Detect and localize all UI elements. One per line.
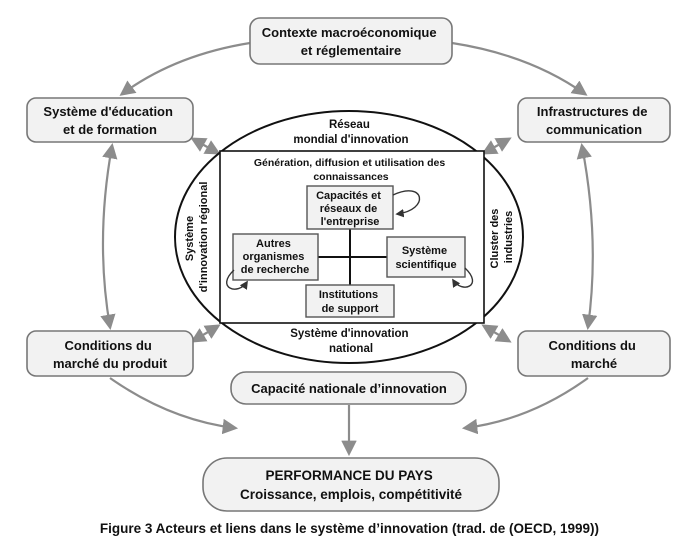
market-factor-box [517, 330, 671, 377]
capacity-label: Capacité nationale d’innovation [251, 381, 447, 396]
loop-science [452, 267, 474, 288]
arrow-infrastructure-to-market-factor [576, 142, 598, 331]
market-product-box [26, 330, 194, 377]
global-network-label: Réseau mondial d'innovation [293, 119, 408, 146]
regional-label: Système d'innovation régional [184, 182, 210, 293]
actor-cross-lines [318, 229, 388, 286]
market-factor-label: Conditions du marché [549, 338, 640, 371]
support-label: Institutions de support [319, 289, 381, 315]
performance-label: PERFORMANCE DU PAYS Croissance, emplois,… [240, 468, 463, 502]
figure-caption: Figure 3 Acteurs et liens dans le systèm… [99, 521, 600, 536]
science-box [386, 236, 466, 278]
arrow-macro-to-infrastructure [451, 41, 588, 96]
capacity-box [230, 371, 467, 405]
arrow-market-product-to-performance [109, 377, 239, 435]
inner-link-arrows [190, 137, 512, 343]
infrastructure-box [517, 97, 671, 143]
outer-ring-arrows [100, 41, 598, 457]
clusters-label: Cluster des industries [489, 206, 515, 269]
other-research-box [232, 233, 319, 281]
firms-label: Capacités et réseaux de l'entreprise [316, 190, 384, 228]
firms-box [306, 185, 394, 230]
science-label: Système scientifique [395, 245, 456, 271]
loop-firms [392, 190, 421, 218]
arrow-education-to-market-product [100, 142, 118, 331]
other-research-label: Autres organismes de recherche [241, 238, 309, 276]
macro-label: Contexte macroéconomique et réglementair… [262, 25, 440, 58]
infrastructure-label: Infrastructures de communication [537, 104, 651, 137]
arrow-market-factor-to-performance [461, 377, 589, 435]
arrow-market-factor-link [481, 324, 512, 343]
arrow-education-link [190, 137, 221, 155]
arrow-market-product-link [190, 324, 221, 343]
arrow-infrastructure-link [481, 137, 512, 155]
performance-box [202, 457, 500, 512]
national-system-label: Système d'innovation national [290, 328, 412, 355]
knowledge-label: Génération, diffusion et utilisation des… [254, 157, 448, 183]
innovation-system-diagram: Contexte macroéconomique et réglementair… [26, 17, 671, 512]
loop-other-research [226, 269, 248, 290]
arrow-macro-to-education [119, 41, 251, 96]
self-loops [226, 190, 474, 290]
education-box [26, 97, 194, 143]
macro-box [249, 17, 453, 65]
education-label: Système d'éducation et de formation [43, 104, 176, 137]
support-box [305, 284, 395, 318]
market-product-label: Conditions du marché du produit [53, 338, 168, 371]
